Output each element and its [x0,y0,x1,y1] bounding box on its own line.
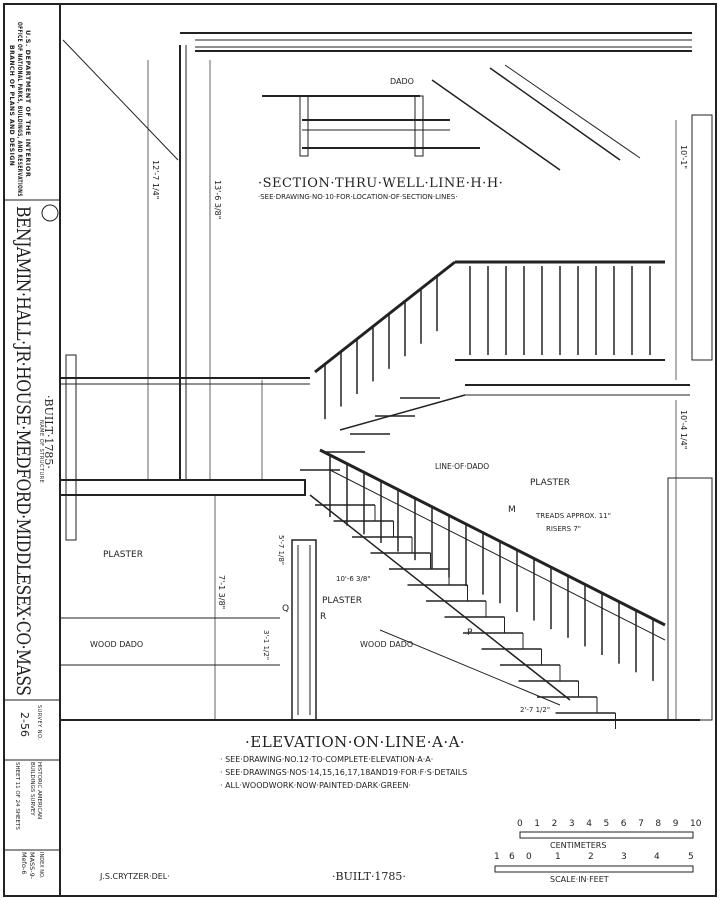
scale-ft-tick: 2 [588,852,594,862]
floor-slab [59,479,306,496]
section-title: ·SECTION·THRU·WELL·LINE·H·H· [258,176,504,191]
scale-cm-tick: 9 [672,819,679,829]
scale-cm-tick: 0 [517,819,523,829]
wood-dado-label-mid: WOOD DADO [360,640,414,649]
line-of-dado-label: LINE·OF·DADO [435,462,490,471]
dimension: 13'-6 3/8" [213,180,222,220]
sheet-border [3,3,717,897]
scale-cm-bar [519,831,694,839]
treads-note: TREADS APPROX. 11" [536,512,611,520]
dimension: 5'-7 1/8" [277,535,285,566]
office: OFFICE OF NATIONAL PARKS, BUILDINGS, AND… [16,22,23,197]
plaster-label-left: PLASTER [103,550,143,560]
upper-handrail [314,260,456,374]
door-frame-upper [691,114,713,361]
plaster-label-mid: PLASTER [322,596,362,606]
scale-ft-tick: 6 [509,852,515,862]
dimension: 3'-1 1/2" [262,630,270,661]
point-p: P [467,628,473,638]
dimension: 10'-1" [679,145,688,170]
dimension: 10'-4 1/4" [679,410,688,450]
index-number: MASS-9-Mefo-6 [20,852,36,880]
section-note: ·SEE·DRAWING·NO·10·FOR·LOCATION·OF·SECTI… [258,193,458,201]
agency: U.S. DEPARTMENT OF THE INTERIOR [24,30,32,178]
delineator: J.S.CRYTZER·DEL· [100,872,170,881]
structure-name: BENJAMIN·HALL·JR·HOUSE·MEDFORD·MIDDLESEX… [12,206,34,696]
scale-cm-tick: 7 [638,819,644,829]
scale-cm-tick: 2 [551,819,558,829]
door-frame-lower [667,477,713,721]
survey-number: 2-56 [18,712,31,737]
scale-ft-tick: 3 [621,852,627,862]
scale-cm-tick: 5 [603,819,610,829]
seal-icon [41,204,59,222]
scale-cm-tick: 10 [690,819,702,829]
survey-label: SURVEY NO. [36,705,42,741]
steps [300,397,616,729]
survey-title: HISTORIC AMERICAN BUILDINGS SURVEY [29,762,42,820]
upper-stringer [339,394,466,431]
scale-cm-tick: 8 [655,819,662,829]
wall-dado-line [379,629,561,706]
point-q: Q [282,604,290,614]
column [291,539,317,721]
scale-cm-tick: 3 [568,819,575,829]
scale-ft-tick: 1 [494,852,500,862]
dado-label: DADO [390,77,414,86]
elevation-note: · SEE·DRAWINGS·NOS·14,15,16,17,18AND19·F… [220,768,468,777]
dimension: 10'-6 3/8" [336,575,371,583]
built-date: ·BUILT·1785· [42,395,55,469]
scale-ft-bar [494,865,694,873]
wood-dado-label-left: WOOD DADO [90,640,144,649]
elevation-title: ·ELEVATION·ON·LINE·A·A· [245,733,466,751]
plaster-label-right: PLASTER [530,478,570,488]
scale-ft-tick: 4 [654,852,660,862]
elevation-note: · ALL·WOODWORK·NOW·PAINTED·DARK·GREEN· [220,781,411,790]
branch: BRANCH OF PLANS AND DESIGN [8,45,15,167]
point-r: R [320,612,327,622]
lower-stringer [309,494,571,701]
scale-cm-tick: 1 [534,819,541,829]
point-m: M [508,505,516,515]
dimension: 2'-7 1/2" [520,706,551,714]
scale-cm-tick: 6 [620,819,627,829]
index-label: INDEX NO. [38,852,44,879]
line-of-dado [329,469,666,641]
lower-handrail [319,448,666,627]
sheet-number: SHEET 11 OF 24 SHEETS [14,762,20,830]
scale-cm-label: CENTIMETERS [550,841,607,850]
risers-note: RISERS 7" [546,525,581,533]
dimension: 7'-1 3/8" [217,575,226,610]
left-newel [65,354,77,541]
elevation-note: · SEE·DRAWING·NO.12·TO·COMPLETE·ELEVATIO… [220,755,434,764]
scale-cm-tick: 4 [586,819,592,829]
cornice [180,32,692,52]
scale-ft-label: SCALE·IN·FEET [550,875,609,884]
footer-built: ·BUILT·1785· [332,870,406,883]
scale-ft-tick: 0 [526,852,532,862]
section-detail [262,64,641,171]
balusters [324,266,654,681]
ceiling-diagonal [62,39,179,161]
dimension: 12'-7 1/4" [151,160,160,200]
scale-ft-tick: 1 [555,852,561,862]
scale-ft-tick: 5 [688,852,694,862]
